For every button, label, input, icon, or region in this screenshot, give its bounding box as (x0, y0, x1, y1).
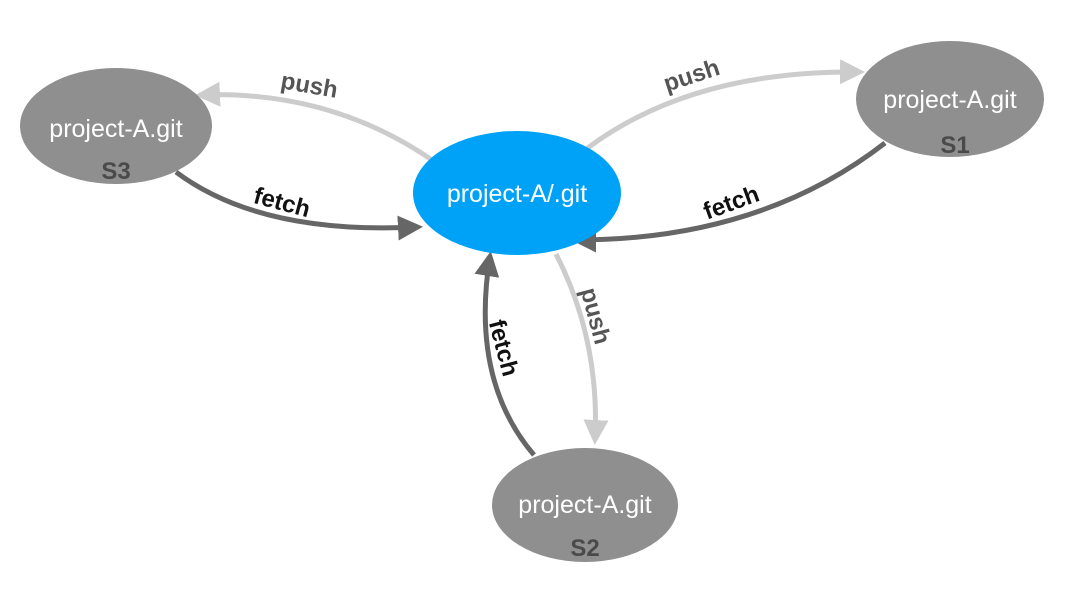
node-s1-subtitle: S1 (940, 132, 969, 159)
node-s3-label: project-A.git (49, 115, 182, 143)
push-edge-to-s1 (583, 59, 865, 152)
push-edge-to-s3 (195, 81, 434, 163)
fetch-edge-from-s3 (174, 169, 423, 241)
node-local: project-A/.git (413, 131, 621, 255)
fetch-edge-from-s1 (571, 141, 887, 253)
node-local-label: project-A/.git (447, 180, 587, 208)
fetch-edge-from-s2 (474, 251, 536, 457)
node-s2-label: project-A.git (518, 491, 651, 519)
push-label-s1: push (660, 54, 723, 97)
node-s3-subtitle: S3 (101, 158, 130, 185)
node-s1-label: project-A.git (883, 86, 1016, 114)
node-s2-subtitle: S2 (570, 535, 599, 562)
node-s3: project-A.git S3 (20, 68, 212, 185)
node-s2: project-A.git S2 (492, 448, 678, 562)
node-s1: project-A.git S1 (856, 41, 1044, 159)
push-edge-to-s2 (553, 252, 609, 445)
